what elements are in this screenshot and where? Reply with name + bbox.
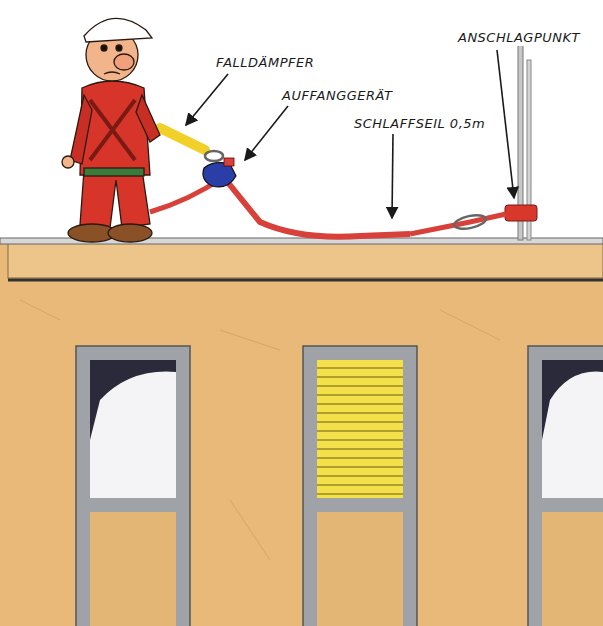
parapet <box>8 242 603 278</box>
slack-rope <box>226 180 410 237</box>
window-middle <box>303 346 417 626</box>
karabiner <box>453 213 487 231</box>
fall-damper <box>160 128 205 150</box>
damper-hook <box>205 151 223 161</box>
anchor-post <box>505 40 537 240</box>
facade <box>0 242 603 626</box>
callout-label: ANSCHLAGPUNKT <box>456 30 582 46</box>
rope-end <box>410 214 506 234</box>
callout-label: AUFFANGGERÄT <box>280 88 395 104</box>
worker-figure <box>62 18 160 242</box>
roof-line <box>8 279 603 282</box>
leader-arrows <box>186 50 514 218</box>
callout-label: FALLDÄMPFER <box>214 55 316 71</box>
callout-label: SCHLAFFSEIL 0,5m <box>352 116 487 132</box>
window-left <box>76 346 190 626</box>
window-right <box>528 346 603 626</box>
